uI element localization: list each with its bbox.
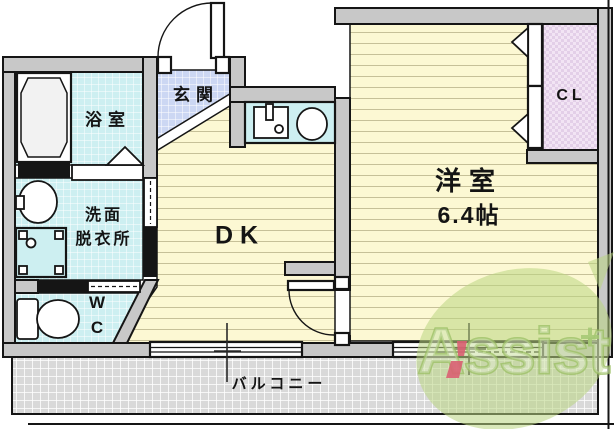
toilet-tank (16, 298, 39, 340)
label-washroom-line1: 洗面 (84, 207, 124, 224)
label-western-name: 洋室 (434, 166, 504, 196)
room-door-jamb (333, 331, 351, 347)
room-door-jamb (333, 275, 351, 291)
label-washroom: 洗面 脱衣所 (75, 204, 132, 252)
label-bathroom: 浴室 (85, 110, 131, 130)
label-western-room: 洋室 6.4帖 (435, 164, 503, 232)
pan-corner (18, 265, 28, 275)
wall-kitchen (229, 86, 336, 103)
pan-drain (25, 237, 37, 249)
wall-bar-wash-dk (143, 227, 157, 277)
assist-watermark: Assist + (416, 252, 614, 429)
label-wc: W C (89, 290, 105, 340)
bath-threshold (71, 164, 144, 181)
pan-corner (18, 230, 28, 240)
label-genkan: 玄関 (173, 85, 219, 105)
washbasin-faucet (15, 195, 25, 210)
room-door-icon (286, 279, 336, 292)
leaf-icon (416, 268, 612, 429)
wall-top-right (334, 7, 613, 25)
wall-closet-bottom (526, 149, 599, 164)
closet-folding-door-icon (526, 22, 544, 88)
watermark-red-accent (446, 361, 463, 378)
toilet-icon (36, 299, 80, 339)
label-wc-line1: W (88, 293, 106, 312)
wall-dk-stub (284, 261, 336, 276)
bathtub-basin (20, 77, 68, 158)
entrance-door-jamb (214, 55, 231, 75)
wall-top-left (2, 56, 160, 73)
entrance-door-jamb (156, 55, 173, 75)
closet-door-triangle (510, 26, 529, 60)
entrance-door-icon (209, 1, 226, 60)
wall-wc-diagonal (111, 279, 160, 344)
bath-door-triangle-icon (104, 145, 146, 166)
label-balcony: バルコニー (231, 375, 327, 393)
closet-folding-door-icon (526, 84, 544, 150)
sink-drain (274, 124, 284, 134)
label-dk: DK (214, 221, 266, 250)
room-door-swing (288, 289, 335, 336)
kitchen-burner-icon (296, 107, 328, 141)
wall-bathroom-genkan (142, 56, 158, 179)
pan-corner (54, 230, 64, 240)
wall-wc-stub (14, 279, 39, 294)
wall-bar-wash-wc (38, 280, 88, 293)
label-wc-line2: C (90, 318, 104, 337)
label-closet: CL (556, 87, 586, 104)
label-western-size: 6.4帖 (437, 202, 501, 228)
label-washroom-line2: 脱衣所 (75, 231, 133, 248)
wall-left (2, 56, 16, 358)
closet-floor (542, 23, 599, 151)
leaf-tip (588, 252, 614, 290)
kitchen-faucet (265, 103, 274, 121)
entrance-door-swing (157, 2, 213, 58)
watermark-plus: + (579, 316, 600, 357)
sliding-window-icon (148, 340, 304, 359)
wall-bar-bath-wash (18, 163, 70, 178)
wall-dk-western-upper (334, 97, 351, 291)
closet-door-triangle (510, 112, 529, 146)
pan-corner (54, 265, 64, 275)
watermark-red-accent (457, 341, 467, 356)
